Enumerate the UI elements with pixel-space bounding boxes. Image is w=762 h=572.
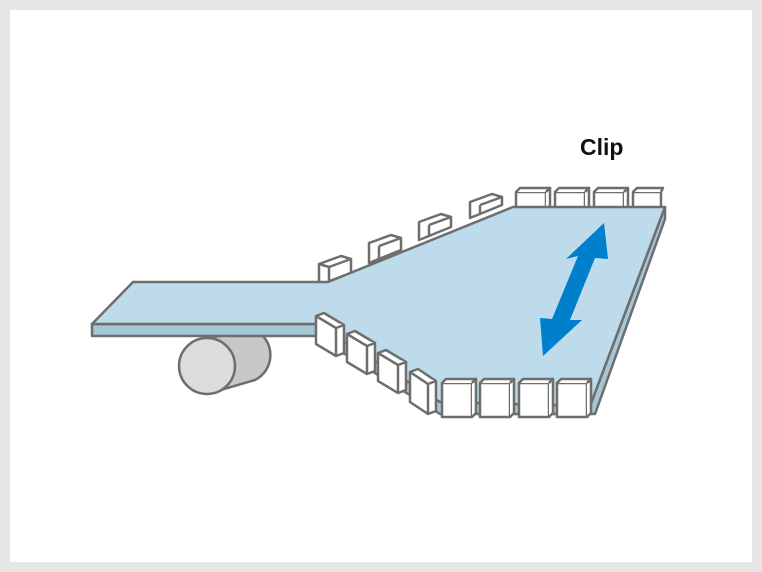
double-arrow-icon [540, 223, 608, 356]
roller [177, 328, 272, 396]
clip-label: Clip [580, 134, 624, 160]
front-clips [440, 377, 593, 419]
side-clips [314, 311, 438, 416]
